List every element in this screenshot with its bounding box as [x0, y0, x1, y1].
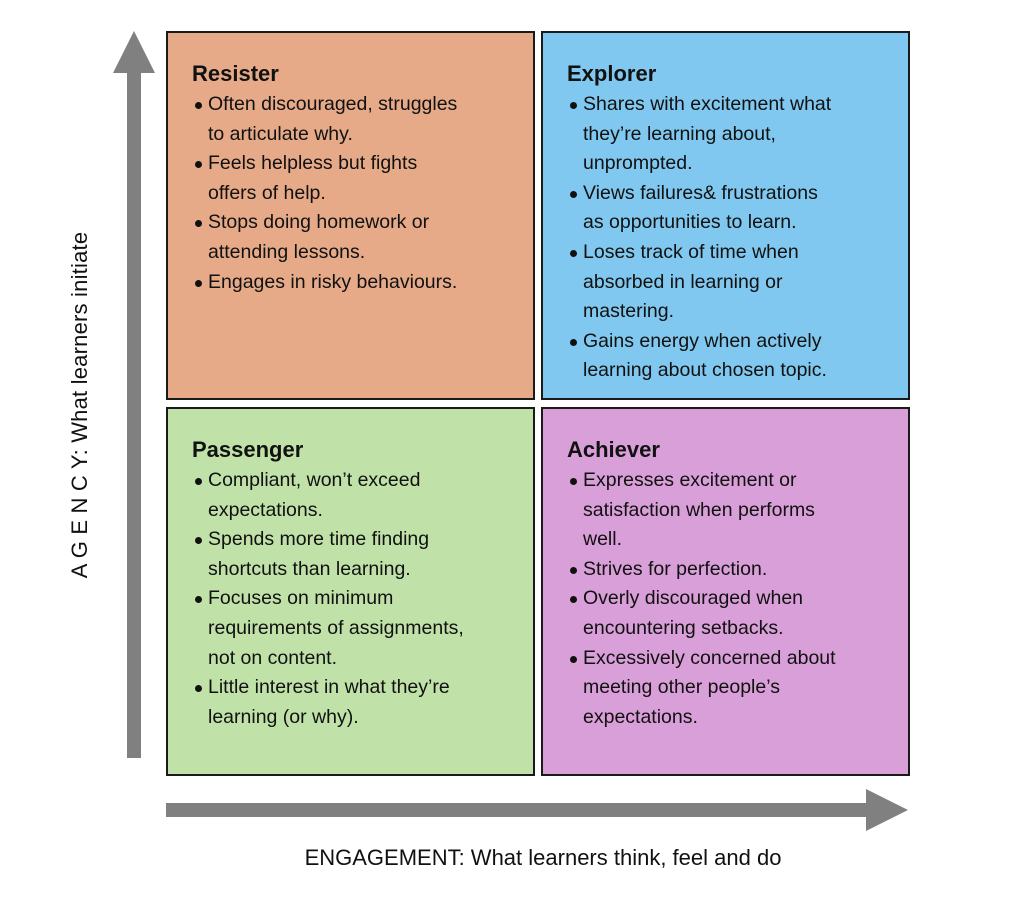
bullet-text-line: Loses track of time when: [583, 240, 799, 263]
bullet-text-line: they’re learning about,: [583, 122, 776, 145]
quadrant-title: Resister: [192, 61, 279, 86]
bullet-text-line: expectations.: [583, 705, 698, 728]
bullet-item: Little interest in what they’re learning …: [192, 673, 533, 732]
bullet-text-line: to articulate why.: [208, 122, 353, 145]
bullet-item: Engages in risky behaviours.: [192, 268, 533, 298]
bullet-text-line: encountering setbacks.: [583, 616, 784, 639]
bullet-item: Excessively concerned about meeting other…: [567, 644, 908, 733]
bullet-text-line: Shares with excitement what: [583, 93, 832, 115]
quadrant-title: Explorer: [567, 61, 657, 86]
bullet-text-line: well.: [583, 528, 623, 551]
bullet-text-line: learning (or why).: [208, 705, 359, 728]
bullet-text-line: offers of help.: [208, 181, 326, 204]
bullet-text-line: Engages in risky behaviours.: [208, 270, 458, 293]
bullet-item: Expresses excitement or satisfaction when…: [567, 466, 908, 555]
bullet-item: Shares with excitement what they’re learn…: [567, 90, 908, 179]
bullet-item: Feels helpless but fights offers of help.: [192, 149, 533, 208]
bullet-item: Strives for perfection.: [567, 555, 908, 585]
bullet-text-line: shortcuts than learning.: [208, 557, 411, 580]
quadrant-title: Achiever: [567, 437, 660, 462]
bullet-text-line: Little interest in what they’re: [208, 676, 450, 699]
bullet-text-line: Expresses excitement or: [583, 469, 797, 491]
bullet-text-line: Overly discouraged when: [583, 587, 804, 610]
bullet-text-line: not on content.: [208, 646, 338, 669]
bullet-text-line: attending lessons.: [208, 240, 366, 263]
bullet-text-line: satisfaction when performs: [583, 498, 815, 521]
bullet-text-line: Compliant, won’t exceed: [208, 469, 421, 491]
quadrant-title: Passenger: [192, 437, 304, 462]
bullet-text-line: Strives for perfection.: [583, 557, 768, 580]
bullet-text-line: Often discouraged, struggles: [208, 93, 458, 115]
bullet-text-line: Feels helpless but fights: [208, 152, 418, 175]
agency-arrow: [113, 31, 155, 758]
bullet-text-line: unprompted.: [583, 152, 693, 175]
bullet-text-line: Gains energy when actively: [583, 329, 822, 352]
bullet-text-line: as opportunities to learn.: [583, 211, 797, 234]
bullet-text-line: Focuses on minimum: [208, 587, 394, 610]
bullet-text-line: Stops doing homework or: [208, 211, 430, 234]
engagement-arrow: [166, 789, 908, 831]
bullet-item: Loses track of time when absorbed in lear…: [567, 238, 908, 327]
bullet-text-line: Spends more time finding: [208, 528, 430, 551]
bullet-text-line: learning about chosen topic.: [583, 359, 827, 382]
bullet-text-line: Excessively concerned about: [583, 646, 836, 669]
bullet-text-line: mastering.: [583, 300, 675, 323]
bullet-item: Spends more time finding shortcuts than l…: [192, 525, 533, 584]
bullet-item: Views failures& frustrations as opportuni…: [567, 179, 908, 238]
bullet-item: Often discouraged, struggles to articulat…: [192, 90, 533, 149]
bullet-item: Stops doing homework or attending lessons…: [192, 208, 533, 267]
agency-axis-label: A G E N C Y: What learners initiate: [67, 231, 92, 579]
bullet-text-line: requirements of assignments,: [208, 616, 464, 639]
bullet-text-line: meeting other people’s: [583, 676, 780, 699]
bullet-item: Compliant, won’t exceed expectations.: [192, 466, 533, 525]
bullet-item: Focuses on minimum requirements of assign…: [192, 584, 533, 673]
bullet-text-line: absorbed in learning or: [583, 270, 783, 293]
engagement-axis-label: ENGAGEMENT: What learners think, feel an…: [304, 845, 782, 870]
bullet-item: Gains energy when actively learning about…: [567, 327, 908, 386]
bullet-item: Overly discouraged when encountering setb…: [567, 584, 908, 643]
bullet-text-line: Views failures& frustrations: [583, 181, 818, 204]
bullet-text-line: expectations.: [208, 498, 323, 521]
